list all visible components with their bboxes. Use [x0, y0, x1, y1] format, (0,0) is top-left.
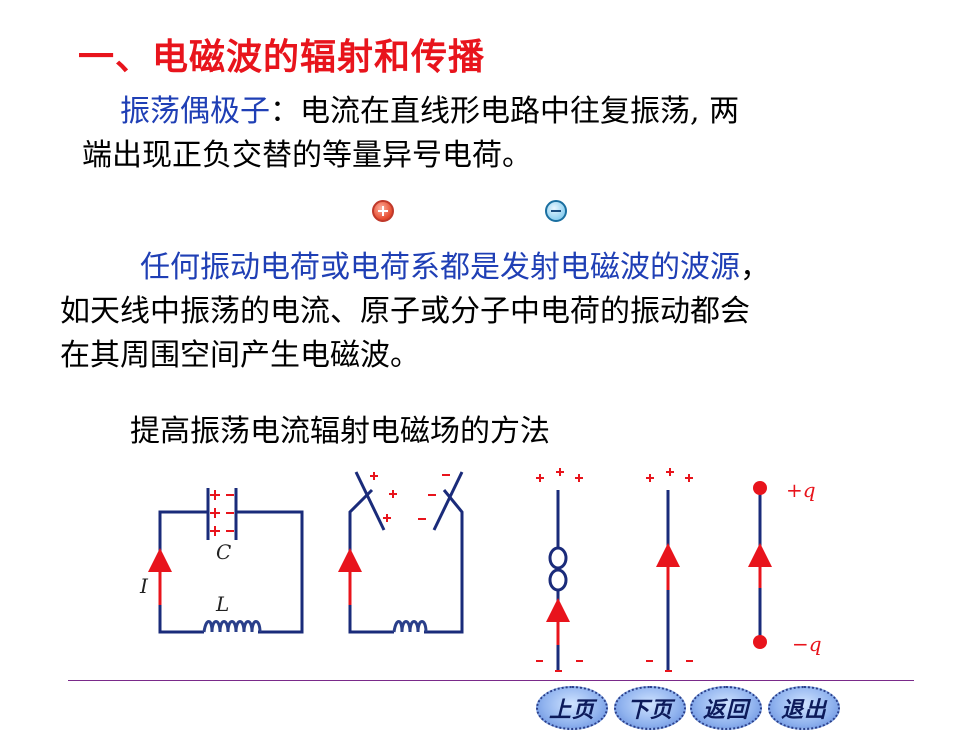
- return-button[interactable]: 返回: [690, 686, 762, 730]
- dipole-definition: ：电流在直线形电路中往复振荡, 两: [270, 94, 740, 129]
- comma: ，: [740, 250, 770, 285]
- label-inductor: L: [216, 592, 230, 616]
- next-page-button[interactable]: 下页: [614, 686, 686, 730]
- source-statement: 任何振动电荷或电荷系都是发射电磁波的波源: [140, 250, 740, 285]
- paragraph-dipole-line2: 端出现正负交替的等量异号电荷。: [82, 138, 532, 173]
- prev-page-button[interactable]: 上页: [536, 686, 608, 730]
- label-minus-q: −q: [792, 632, 822, 656]
- label-plus-q: +q: [786, 478, 816, 502]
- opened-capacitor-diagram: [348, 471, 464, 634]
- antenna4-charges: [646, 468, 693, 672]
- label-current: I: [140, 574, 148, 598]
- paragraph-source-line2: 如天线中振荡的电流、原子或分子中电荷的振动都会: [60, 294, 750, 329]
- slide-title: 一、电磁波的辐射和传播: [78, 36, 486, 78]
- antenna3-charges: [536, 468, 583, 672]
- opened-plate-charges: [370, 472, 450, 522]
- paragraph-source-line1: 任何振动电荷或电荷系都是发射电磁波的波源，: [140, 246, 770, 290]
- label-capacitor: C: [216, 540, 232, 564]
- footer-divider: [68, 680, 914, 681]
- section-heading-methods: 提高振荡电流辐射电磁场的方法: [130, 414, 550, 449]
- capacitor-charges: [210, 490, 234, 536]
- exit-button[interactable]: 退出: [768, 686, 840, 730]
- circuit-diagrams: [0, 460, 980, 680]
- paragraph-dipole-line1: 振荡偶极子：电流在直线形电路中往复振荡, 两: [120, 90, 739, 134]
- term-oscillating-dipole: 振荡偶极子: [120, 94, 270, 129]
- positive-charge-icon: [372, 200, 394, 222]
- positive-point-charge: [753, 481, 767, 495]
- negative-charge-icon: [545, 200, 567, 222]
- paragraph-source-line3: 在其周围空间产生电磁波。: [60, 338, 420, 373]
- negative-point-charge: [753, 635, 767, 649]
